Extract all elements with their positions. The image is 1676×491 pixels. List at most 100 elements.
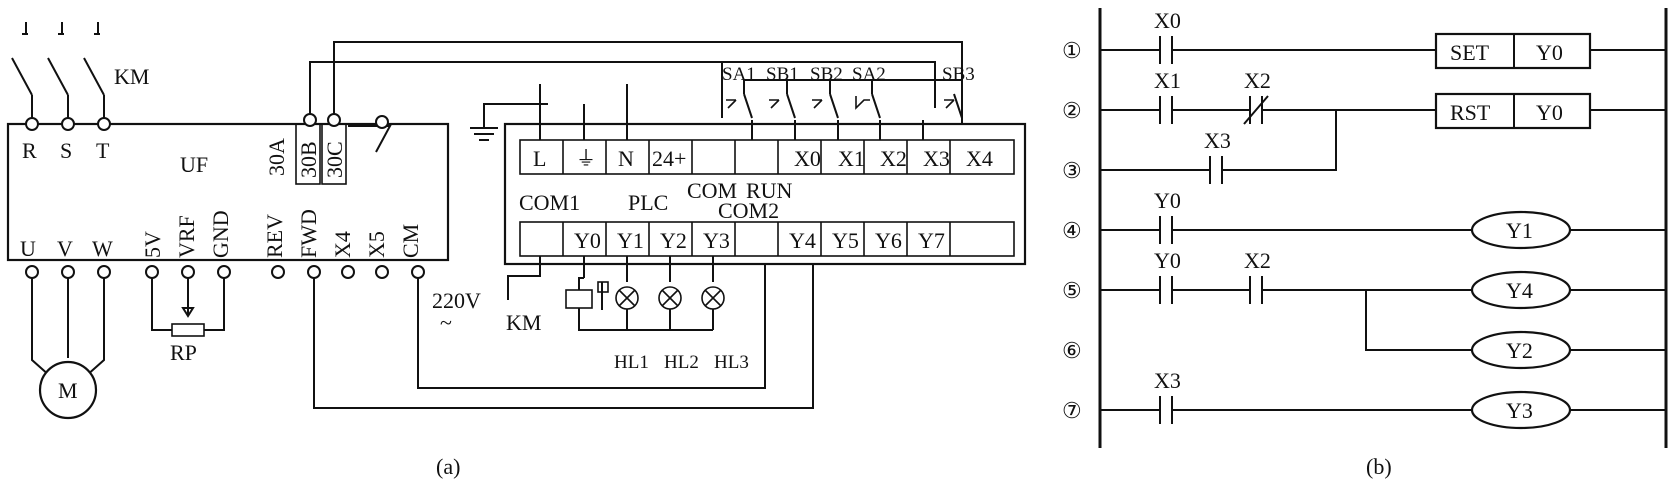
plc-terminal-y6: Y6 bbox=[875, 228, 902, 253]
rung-3: X3 bbox=[1100, 110, 1337, 184]
rung2-operand: Y0 bbox=[1536, 100, 1563, 125]
vfd-terminal-x4: X4 bbox=[330, 231, 355, 258]
plc-terminal-x4: X4 bbox=[966, 146, 993, 171]
plc-power-wires bbox=[539, 84, 628, 140]
relay-terminal-30b: 30B bbox=[296, 141, 321, 178]
rung1-operand: Y0 bbox=[1536, 40, 1563, 65]
switch-label-sb2: SB2 bbox=[810, 64, 843, 85]
rung2-instruction: RST bbox=[1450, 100, 1491, 125]
switch-label-sb1: SB1 bbox=[766, 64, 799, 85]
rung6-coil-label: Y2 bbox=[1506, 338, 1533, 363]
plc-box bbox=[503, 122, 1027, 266]
pot-wires bbox=[151, 274, 225, 331]
rung-number-5: ⑤ bbox=[1062, 278, 1082, 303]
switch-label-sb3: SB3 bbox=[942, 64, 975, 85]
vfd-box bbox=[6, 122, 450, 262]
vfd-terminal-t: T bbox=[96, 138, 110, 163]
rung-number-2: ② bbox=[1062, 98, 1082, 123]
km-label: KM bbox=[114, 64, 149, 89]
rung-number-6: ⑥ bbox=[1062, 338, 1082, 363]
pot-label: RP bbox=[170, 340, 197, 365]
rung2-series-label: X2 bbox=[1244, 68, 1271, 93]
rung7-coil-label: Y3 bbox=[1506, 398, 1533, 423]
rung-7: X3 Y3 bbox=[1100, 368, 1666, 430]
vfd-terminal-vrf: VRF bbox=[174, 215, 199, 258]
caption-b: (b) bbox=[1366, 454, 1392, 479]
vfd-terminal-5v: 5V bbox=[140, 231, 165, 258]
plc-terminal-y3: Y3 bbox=[703, 228, 730, 253]
contact-x3-branch bbox=[1209, 156, 1223, 184]
vfd-label: UF bbox=[180, 152, 208, 177]
wire-cm-to-com2 bbox=[417, 260, 766, 389]
plc-terminal-x2: X2 bbox=[880, 146, 907, 171]
relay-terminal-30c: 30C bbox=[322, 141, 347, 178]
plc-terminal-y5: Y5 bbox=[832, 228, 859, 253]
pot-body bbox=[171, 323, 205, 337]
plc-run-label: RUN bbox=[746, 178, 793, 203]
plc-terminal-y1: Y1 bbox=[617, 228, 644, 253]
rung7-contact-label: X3 bbox=[1154, 368, 1181, 393]
plc-terminal-x0: X0 bbox=[794, 146, 821, 171]
vfd-terminal-w: W bbox=[92, 236, 113, 261]
lamp-label-hl1: HL1 bbox=[614, 352, 649, 373]
plc-terminal-y2: Y2 bbox=[660, 228, 687, 253]
plc-terminal-y0: Y0 bbox=[574, 228, 601, 253]
vfd-terminal-x5: X5 bbox=[364, 231, 389, 258]
vfd-terminal-v: V bbox=[57, 236, 73, 261]
rung-1: X0 SET Y0 bbox=[1100, 8, 1666, 70]
rung-5: Y0 X2 Y4 bbox=[1100, 248, 1666, 310]
rung-number-7: ⑦ bbox=[1062, 398, 1082, 423]
coil-label-km: KM bbox=[506, 310, 541, 335]
supply-voltage-label: 220V bbox=[432, 288, 481, 313]
motor-wires bbox=[31, 274, 105, 377]
contact-x1 bbox=[1159, 96, 1173, 124]
contact-x0 bbox=[1159, 36, 1173, 64]
km-aux-contact bbox=[597, 281, 609, 293]
plc-terminal-24: 24+ bbox=[652, 146, 686, 171]
rung-2: X1 X2 RST Y0 bbox=[1100, 68, 1666, 130]
plc-bottom-strip bbox=[519, 221, 1015, 257]
rung-number-3: ③ bbox=[1062, 158, 1082, 183]
vfd-terminal-s: S bbox=[60, 138, 72, 163]
plc-bottom-dividers bbox=[562, 222, 951, 256]
vfd-terminal-rev: REV bbox=[262, 214, 287, 258]
plc-terminal-y4: Y4 bbox=[789, 228, 816, 253]
motor-symbol bbox=[38, 360, 98, 420]
switch-label-sa1: SA1 bbox=[722, 64, 756, 85]
coil-y2 bbox=[1470, 330, 1572, 370]
rung5-series-label: X2 bbox=[1244, 248, 1271, 273]
panel-b: ① ② ③ ④ ⑤ ⑥ ⑦ X0 SET Y0 X1 X2 RST Y0 bbox=[1062, 8, 1668, 479]
supply-ac-symbol: ~ bbox=[440, 310, 452, 335]
contact-x2-nc bbox=[1243, 95, 1269, 125]
rung4-coil-label: Y1 bbox=[1506, 218, 1533, 243]
vfd-terminal-cm: CM bbox=[398, 224, 423, 258]
rung1-instruction: SET bbox=[1450, 40, 1490, 65]
rung-number-1: ① bbox=[1062, 38, 1082, 63]
lamp-label-hl2: HL2 bbox=[664, 352, 699, 373]
output-loads: 220V ~ KM HL1 HL2 HL3 bbox=[432, 256, 749, 373]
wire-30b-to-sb3 bbox=[309, 61, 936, 114]
rung4-contact-label: Y0 bbox=[1154, 188, 1181, 213]
rung3-contact-label: X3 bbox=[1204, 128, 1231, 153]
contact-y0-series bbox=[1159, 276, 1173, 304]
motor-label: M bbox=[58, 378, 78, 403]
contact-x2-no bbox=[1249, 276, 1263, 304]
pot-wiper bbox=[181, 307, 195, 318]
km-coil bbox=[565, 289, 593, 309]
wire-fwd-to-y4 bbox=[313, 260, 814, 409]
rung-6: Y2 bbox=[1365, 290, 1666, 370]
plc-terminal-l: L bbox=[533, 146, 546, 171]
relay-terminal-30a: 30A bbox=[264, 138, 289, 176]
rung2-contact-label: X1 bbox=[1154, 68, 1181, 93]
plc-top-strip bbox=[519, 139, 1015, 175]
relay-contact bbox=[348, 125, 392, 153]
plc-com1-label: COM1 bbox=[519, 190, 580, 215]
terminal-dots bbox=[25, 113, 425, 279]
input-switches: SA1 SB1 SB2 SA2 SB3 bbox=[721, 61, 975, 140]
vfd-terminal-gnd: GND bbox=[208, 210, 233, 258]
wire-30c-to-x4 bbox=[333, 41, 963, 156]
plc-terminal-ground: ⏚ bbox=[576, 146, 596, 170]
rung1-contact-label: X0 bbox=[1154, 8, 1181, 33]
vfd-terminal-r: R bbox=[22, 138, 37, 163]
